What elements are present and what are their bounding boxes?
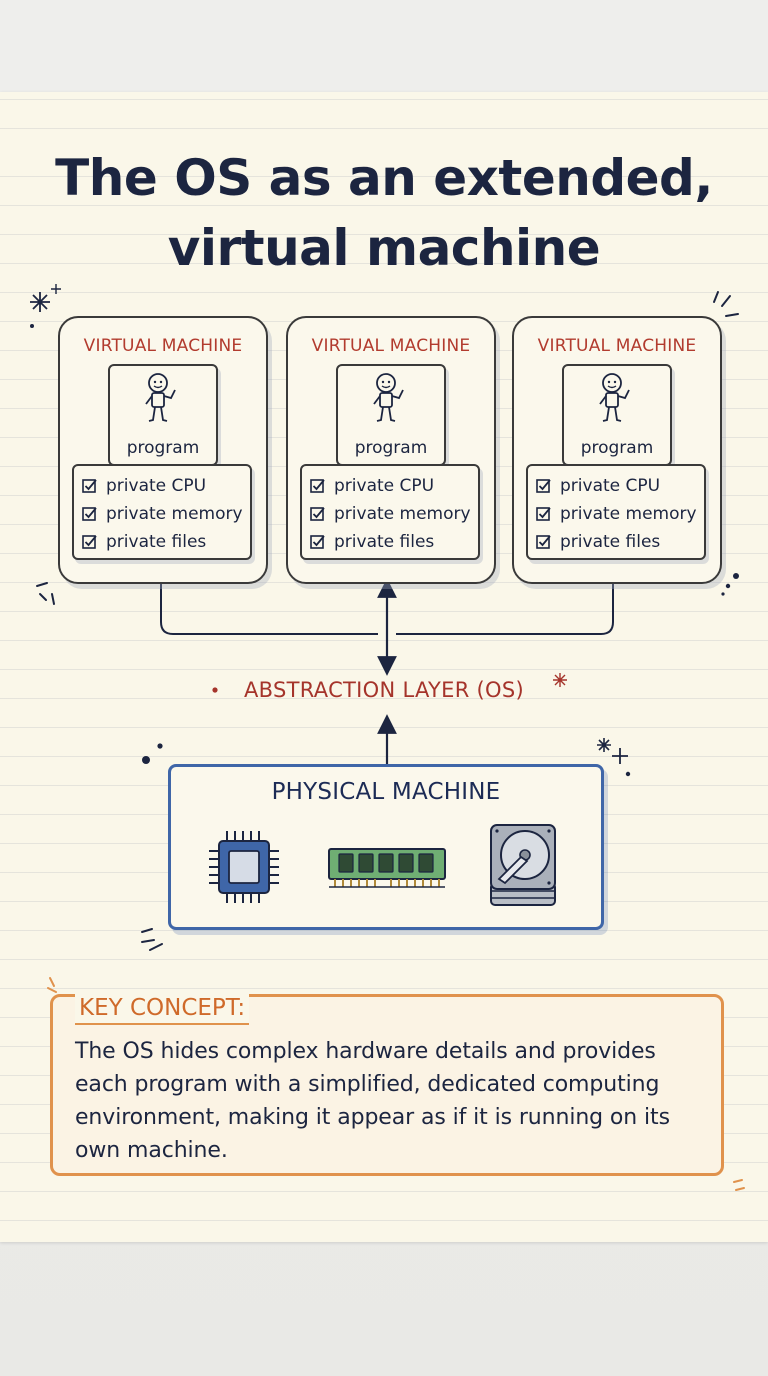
program-label: program (580, 438, 654, 458)
checkbox-checked-icon (82, 535, 97, 549)
dots-doodle-icon (721, 573, 739, 596)
resource-label: private files (560, 532, 661, 552)
sparkle-doodle-icon (553, 673, 567, 687)
dot-doodle-icon (212, 687, 218, 693)
checkbox-checked-icon (536, 479, 551, 493)
physical-machine: PHYSICAL MACHINE (168, 764, 604, 930)
resource-checklist: private CPU private memory private files (72, 464, 252, 560)
virtual-machine-1: VIRTUAL MACHINE program private CPU priv… (58, 316, 268, 584)
motion-lines-doodle-icon (713, 291, 739, 317)
resource-private-files: private files (82, 528, 250, 556)
checkbox-checked-icon (310, 535, 325, 549)
vm-heading: VIRTUAL MACHINE (311, 336, 471, 356)
checkbox-checked-icon (310, 507, 325, 521)
vm-heading: VIRTUAL MACHINE (83, 336, 243, 356)
resource-label: private memory (334, 504, 471, 524)
checkbox-checked-icon (536, 507, 551, 521)
key-concept-heading: KEY CONCEPT: (75, 993, 250, 1025)
resource-label: private files (106, 532, 207, 552)
stick-figure-icon (599, 373, 630, 422)
resource-private-cpu: private CPU (310, 472, 478, 500)
program-label: program (354, 438, 428, 458)
resource-label: private memory (106, 504, 243, 524)
physical-machine-heading: PHYSICAL MACHINE (271, 779, 501, 805)
checkbox-checked-icon (82, 479, 97, 493)
resource-private-memory: private memory (310, 500, 478, 528)
sparkle-doodle-icon (733, 1179, 745, 1191)
checkbox-checked-icon (82, 507, 97, 521)
resource-label: private CPU (334, 476, 435, 496)
virtual-machine-3: VIRTUAL MACHINE program private CPU priv… (512, 316, 722, 584)
resource-label: private files (334, 532, 435, 552)
program-box: program (336, 364, 446, 466)
vm-heading: VIRTUAL MACHINE (537, 336, 697, 356)
checkbox-checked-icon (310, 479, 325, 493)
program-box: program (108, 364, 218, 466)
key-concept-box: KEY CONCEPT: The OS hides complex hardwa… (50, 993, 724, 1176)
resource-checklist: private CPU private memory private files (300, 464, 480, 560)
motion-lines-doodle-icon (36, 582, 55, 605)
resource-private-memory: private memory (82, 500, 250, 528)
resource-label: private CPU (560, 476, 661, 496)
stick-figure-icon (145, 373, 176, 422)
resource-private-memory: private memory (536, 500, 704, 528)
motion-lines-doodle-icon (141, 928, 163, 951)
program-label: program (126, 438, 200, 458)
abstraction-layer-label: ABSTRACTION LAYER (OS) (0, 678, 768, 702)
resource-private-cpu: private CPU (82, 472, 250, 500)
resource-label: private CPU (106, 476, 207, 496)
resource-private-cpu: private CPU (536, 472, 704, 500)
program-box: program (562, 364, 672, 466)
hard-disk-icon (490, 824, 556, 906)
virtual-machine-2: VIRTUAL MACHINE program private CPU priv… (286, 316, 496, 584)
resource-private-files: private files (310, 528, 478, 556)
key-concept-text: The OS hides complex hardware details an… (75, 1039, 670, 1163)
dots-doodle-icon (142, 743, 163, 764)
resource-private-files: private files (536, 528, 704, 556)
sparkle-doodle-icon (47, 977, 57, 993)
diagram-title-line-1: The OS as an extended, (55, 149, 713, 207)
resource-checklist: private CPU private memory private files (526, 464, 706, 560)
sparkle-doodle-icon (30, 284, 61, 328)
memory-module-icon (328, 848, 446, 888)
cpu-chip-icon (209, 831, 279, 903)
checkbox-checked-icon (536, 535, 551, 549)
abstraction-label-text: ABSTRACTION LAYER (OS) (243, 678, 525, 702)
sparkle-doodle-icon (597, 738, 631, 777)
resource-label: private memory (560, 504, 697, 524)
stick-figure-icon (373, 373, 404, 422)
diagram-title-line-2: virtual machine (167, 219, 601, 277)
